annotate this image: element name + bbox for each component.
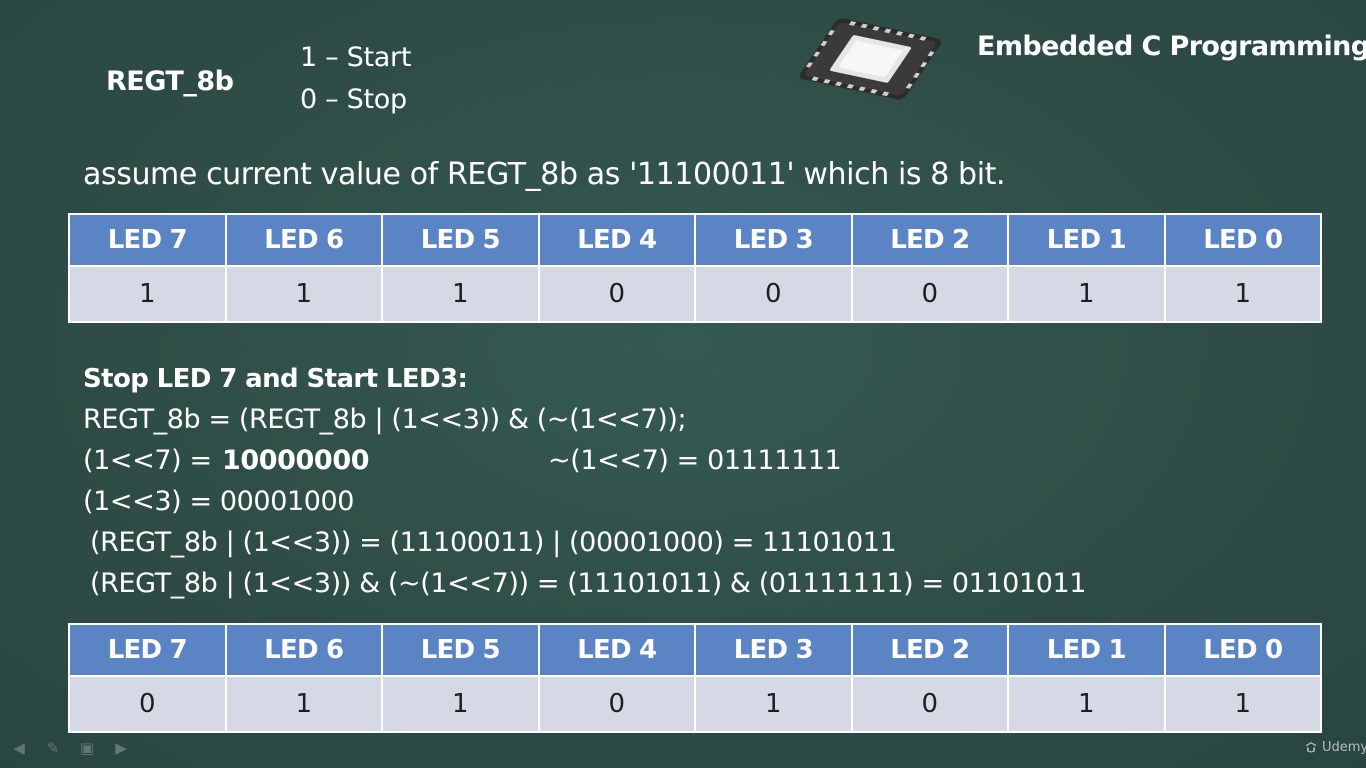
slide-toolbar: ◀ ✎ ▣ ▶ [10,740,130,756]
led-header-cell: LED 2 [850,623,1009,677]
led-value-cell: 1 [1007,265,1166,323]
led-value-cell: 1 [1163,265,1322,323]
led-value-cell: 1 [224,675,383,733]
led-header-cell: LED 3 [694,213,853,267]
brand-name: Udemy [1322,740,1366,755]
screen-icon[interactable]: ▣ [79,739,95,757]
led-header-cell: LED 2 [850,213,1009,267]
led-value-cell: 0 [694,265,853,323]
course-title: Embedded C Programming [977,31,1366,62]
code-line-2-right: ~(1<<7) = 01111111 [548,445,842,476]
led-value-row: 1 1 1 0 0 0 1 1 [68,265,1322,323]
led-header-cell: LED 7 [68,623,227,677]
led-header-cell: LED 5 [381,213,540,267]
arrow-left-icon[interactable]: ◀ [13,739,25,757]
led-value-cell: 1 [224,265,383,323]
led-value-cell: 1 [694,675,853,733]
code-heading: Stop LED 7 and Start LED3: [83,364,468,394]
led-value-cell: 1 [381,675,540,733]
led-header-cell: LED 5 [381,623,540,677]
register-name: REGT_8b [106,66,234,97]
led-value-cell: 1 [381,265,540,323]
pen-icon[interactable]: ✎ [46,739,60,757]
led-header-cell: LED 1 [1007,623,1166,677]
arrow-right-icon[interactable]: ▶ [115,739,127,757]
led-value-cell: 1 [68,265,227,323]
led-value-row: 0 1 1 0 1 0 1 1 [68,675,1322,733]
led-header-cell: LED 7 [68,213,227,267]
led-header-cell: LED 4 [537,623,696,677]
assume-text: assume current value of REGT_8b as '1110… [83,157,1006,192]
led-table-after: LED 7 LED 6 LED 5 LED 4 LED 3 LED 2 LED … [68,623,1322,733]
code-line-4: (REGT_8b | (1<<3)) = (11100011) | (00001… [90,527,897,558]
brand-watermark: Udemy [1304,740,1366,755]
led-value-cell: 0 [850,265,1009,323]
led-header-cell: LED 0 [1163,623,1322,677]
udemy-logo-icon [1306,741,1316,752]
code-line-5: (REGT_8b | (1<<3)) & (~(1<<7)) = (111010… [90,568,1087,599]
code-line-2-value: 10000000 [222,445,370,476]
led-header-cell: LED 6 [224,213,383,267]
code-line-1: REGT_8b = (REGT_8b | (1<<3)) & (~(1<<7))… [83,404,687,435]
led-header-cell: LED 4 [537,213,696,267]
led-value-cell: 0 [850,675,1009,733]
led-header-cell: LED 1 [1007,213,1166,267]
code-line-2-prefix: (1<<7) = [83,445,212,476]
led-header-cell: LED 0 [1163,213,1322,267]
microchip-icon [799,18,942,100]
led-header-cell: LED 3 [694,623,853,677]
led-value-cell: 0 [537,265,696,323]
led-value-cell: 1 [1163,675,1322,733]
led-value-cell: 0 [68,675,227,733]
led-header-row: LED 7 LED 6 LED 5 LED 4 LED 3 LED 2 LED … [68,213,1322,267]
led-header-row: LED 7 LED 6 LED 5 LED 4 LED 3 LED 2 LED … [68,623,1322,677]
led-header-cell: LED 6 [224,623,383,677]
led-table-before: LED 7 LED 6 LED 5 LED 4 LED 3 LED 2 LED … [68,213,1322,323]
led-value-cell: 0 [537,675,696,733]
led-value-cell: 1 [1007,675,1166,733]
code-line-3: (1<<3) = 00001000 [83,486,355,517]
legend-start: 1 – Start [300,42,412,73]
legend-stop: 0 – Stop [300,84,407,115]
